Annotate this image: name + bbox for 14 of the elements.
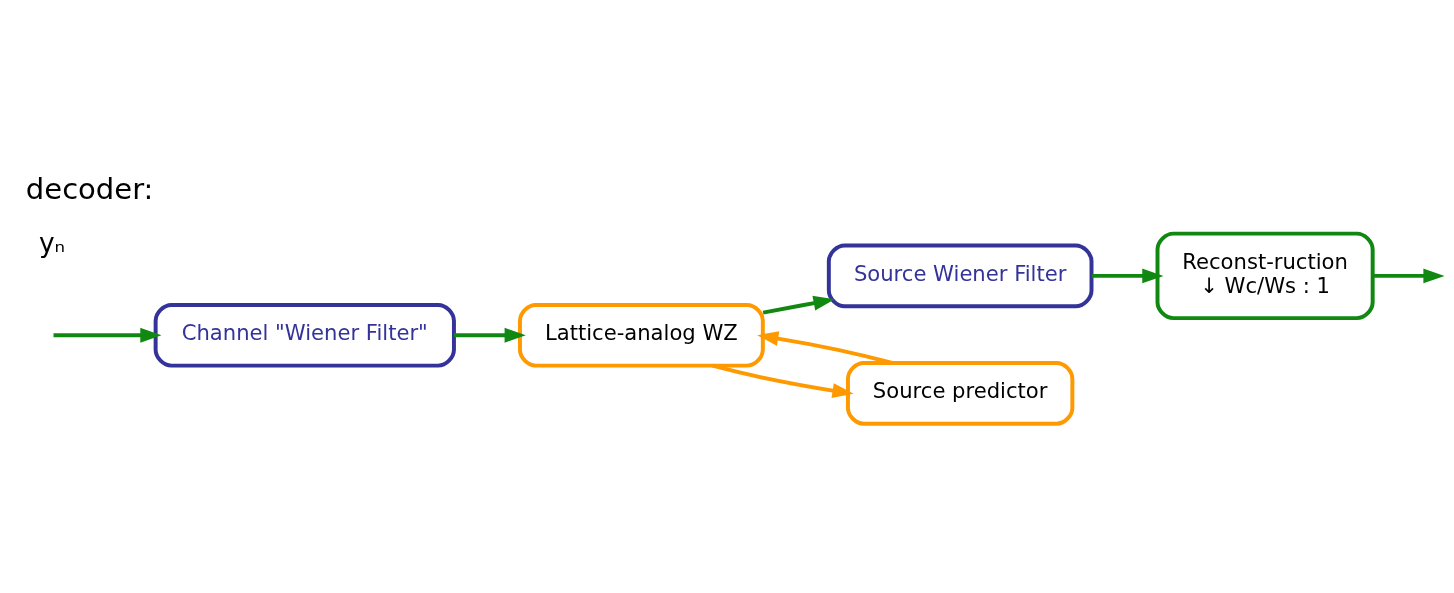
node-box: Source predictor <box>846 360 1075 426</box>
node-box: Channel "Wiener Filter" <box>153 302 456 368</box>
label: yₙ <box>38 226 66 258</box>
arrow <box>454 327 526 343</box>
arrow <box>1091 267 1164 283</box>
arrow <box>762 295 835 315</box>
arrow <box>53 327 162 343</box>
arrow <box>1373 267 1445 283</box>
node-box: Lattice-analog WZ <box>517 302 765 368</box>
diagram-title: decoder: <box>25 171 154 206</box>
node-box: Source Wiener Filter <box>826 243 1094 308</box>
node-box: Reconst-ruction ↓ Wc/Ws : 1 <box>1155 231 1375 320</box>
arrow <box>712 363 854 398</box>
arrow <box>757 330 893 365</box>
